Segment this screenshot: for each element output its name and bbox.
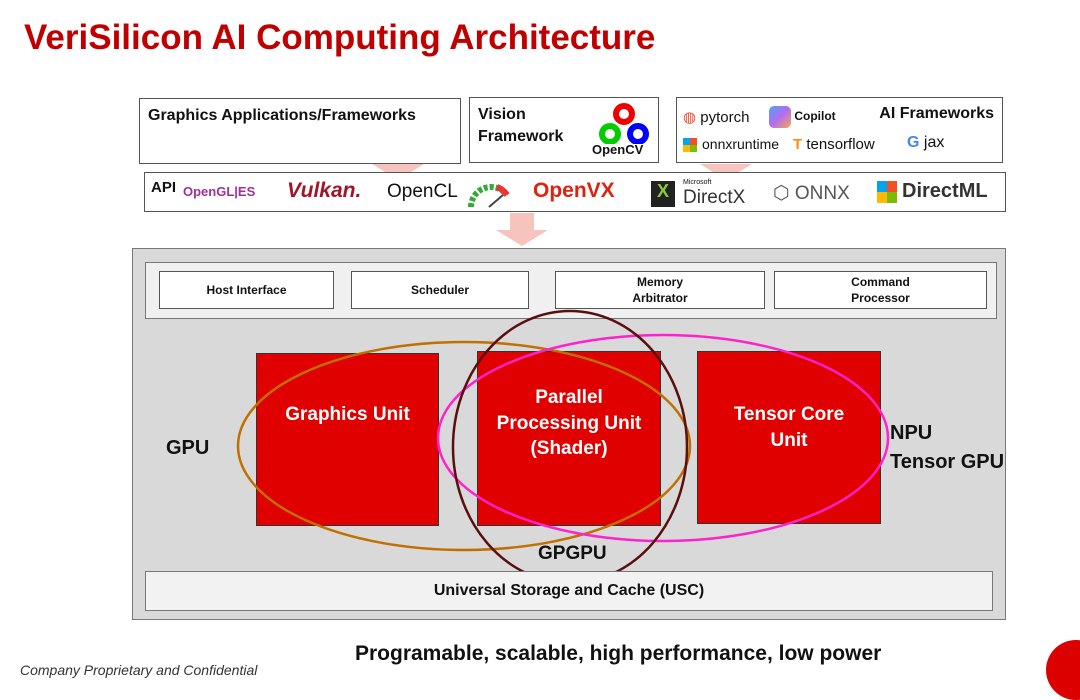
usc-box: Universal Storage and Cache (USC) [145,571,993,611]
arrow-stem [510,213,534,231]
ai-frameworks-title: AI Frameworks [879,105,994,122]
directx-icon: X [651,181,675,207]
npu-ellipse [436,333,890,543]
ppu-line2: Processing Unit [496,412,642,434]
gpu-label: GPU [166,437,210,459]
ai-frameworks-box: AI Frameworks ◍ pytorch Copilot onnxrunt… [676,97,1003,163]
opencv-label: OpenCV [592,142,644,157]
overlap-ellipses [236,309,890,585]
npu-label: NPU [890,422,933,444]
gauge-icon [468,184,510,208]
onnx-logo: ⬡ ONNX [773,183,850,204]
directml-logo: DirectML [877,180,988,203]
command-processor-box: Command Processor [774,271,987,309]
host-interface-box: Host Interface [159,271,334,309]
ppu-line3: (Shader) [530,438,608,460]
tensorflow-label: tensorflow [806,136,875,153]
pytorch-label: pytorch [700,109,750,126]
memory-arbitrator-box: Memory Arbitrator [555,271,765,309]
onnx-icon: ⬡ [773,183,790,204]
tensorflow-icon: T [793,136,803,153]
microsoft-icon [877,180,897,203]
pytorch-icon: ◍ [683,109,697,126]
tensor-gpu-label: Tensor GPU [890,451,1005,473]
graphics-apps-label: Graphics Applications/Frameworks [148,107,416,124]
microsoft-icon [683,138,697,153]
google-icon: G [907,134,920,151]
opencv-logo-icon [599,103,649,144]
gpu-ellipse [236,340,692,552]
api-label: API [151,179,177,196]
vision-framework-box: Vision Framework OpenCV [469,97,659,163]
copilot-icon [769,106,791,128]
footer-confidential: Company Proprietary and Confidential [20,662,258,678]
directx-logo: DirectX [683,187,746,208]
tagline: Programable, scalable, high performance,… [355,642,882,665]
copilot-label: Copilot [794,109,836,124]
vision-line2: Framework [478,128,564,146]
scheduler-box: Scheduler [351,271,529,309]
page-title: VeriSilicon AI Computing Architecture [24,18,656,57]
jax-label: jax [923,134,945,151]
gpgpu-label: GPGPU [538,543,607,564]
onnxruntime-label: onnxruntime [702,136,780,152]
microsoft-label: Microsoft [683,179,712,186]
api-bar: API OpenGL|ES Vulkan. OpenCL OpenVX X Mi… [144,172,1006,212]
parallel-processing-unit: Parallel Processing Unit (Shader) [477,351,661,526]
opencl-logo: OpenCL [387,181,458,202]
vision-line1: Vision [478,106,526,123]
opengles-logo: OpenGL|ES [183,184,256,199]
ppu-line1: Parallel [535,387,603,409]
openvx-logo: OpenVX [533,179,615,202]
vulkan-logo: Vulkan. [287,179,362,202]
arrow-down [496,230,548,246]
graphics-apps-box: Graphics Applications/Frameworks [139,98,461,164]
